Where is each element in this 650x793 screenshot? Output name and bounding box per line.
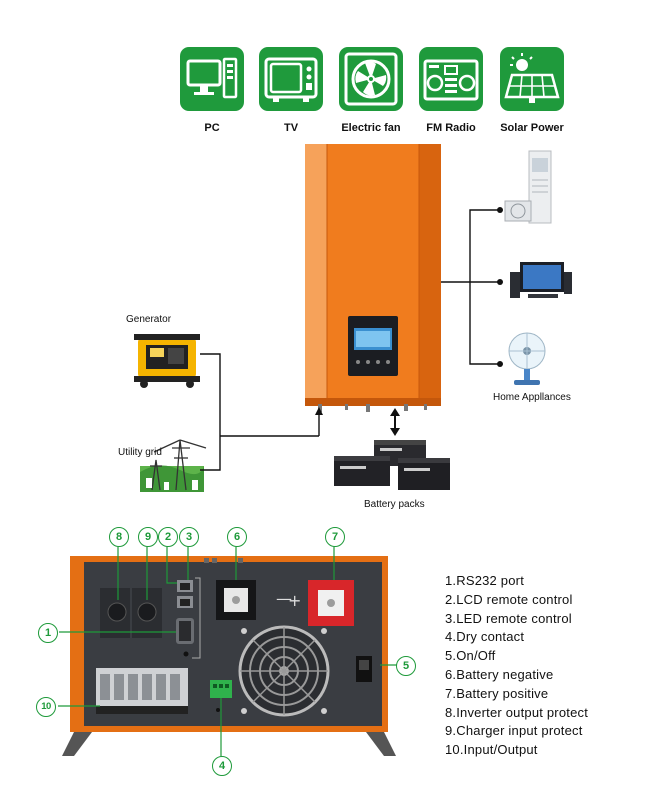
legend-item-battery-positive: 7.Battery positive [445, 685, 549, 701]
tv-icon [264, 57, 318, 102]
callout-8: 8 [109, 527, 129, 547]
utility-grid-image [140, 439, 207, 492]
fm-radio-label: FM Radio [426, 122, 476, 134]
legend-item-on-off: 5.On/Off [445, 648, 496, 664]
callout-7: 7 [325, 527, 345, 547]
callout-1: 1 [38, 623, 58, 643]
pc-label: PC [204, 122, 220, 134]
computer-image [510, 262, 572, 298]
desk-fan-image [508, 332, 546, 385]
system-diagram [134, 144, 572, 492]
legend-item-battery-negative: 6.Battery negative [445, 666, 554, 682]
inverter-rear-panel: — + [58, 547, 398, 756]
callout-2: 2 [158, 527, 178, 547]
callout-4: 4 [212, 756, 232, 776]
hybrid-inverter [305, 144, 441, 412]
electric-fan-tile [339, 47, 403, 111]
tv-label: TV [283, 122, 299, 134]
solar-power-tile [500, 47, 564, 111]
solar-panel-icon [504, 53, 560, 103]
legend-item-dry-contact: 4.Dry contact [445, 629, 525, 645]
fm-radio-tile [419, 47, 483, 111]
utility-grid-label: Utility grid [118, 447, 162, 458]
tv-tile [259, 47, 323, 111]
solar-power-label: Solar Power [500, 122, 564, 134]
callout-5: 5 [396, 656, 416, 676]
legend-item-led-remote: 3.LED remote control [445, 610, 572, 626]
battery-packs-label: Battery packs [364, 499, 425, 510]
pc-tile [180, 47, 244, 111]
generator-image [134, 334, 200, 388]
electric-fan-label: Electric fan [341, 122, 401, 134]
generator-label: Generator [126, 314, 172, 325]
electric-fan-icon [344, 52, 398, 106]
air-conditioner-image [504, 150, 552, 224]
legend-item-inverter-output-protect: 8.Inverter output protect [445, 704, 589, 720]
callout-3: 3 [179, 527, 199, 547]
fm-radio-icon [423, 59, 479, 101]
port-legend: 1.RS232 port 2.LCD remote control 3.LED … [445, 572, 645, 760]
pc-monitor-icon [186, 57, 238, 99]
callout-10: 10 [36, 697, 56, 717]
legend-item-charger-input-protect: 9.Charger input protect [445, 723, 583, 739]
home-appliances-label: Home Appllances [493, 392, 571, 403]
legend-item-rs232: 1.RS232 port [445, 573, 525, 588]
callout-9: 9 [138, 527, 158, 547]
svg-text:+: + [288, 591, 301, 610]
battery-packs-image [334, 440, 450, 490]
legend-item-input-output: 10.Input/Output [445, 742, 538, 758]
wiring-lines [200, 209, 500, 471]
svg-text:—: — [276, 589, 292, 608]
legend-item-lcd-remote: 2.LCD remote control [445, 591, 573, 607]
callout-6: 6 [227, 527, 247, 547]
